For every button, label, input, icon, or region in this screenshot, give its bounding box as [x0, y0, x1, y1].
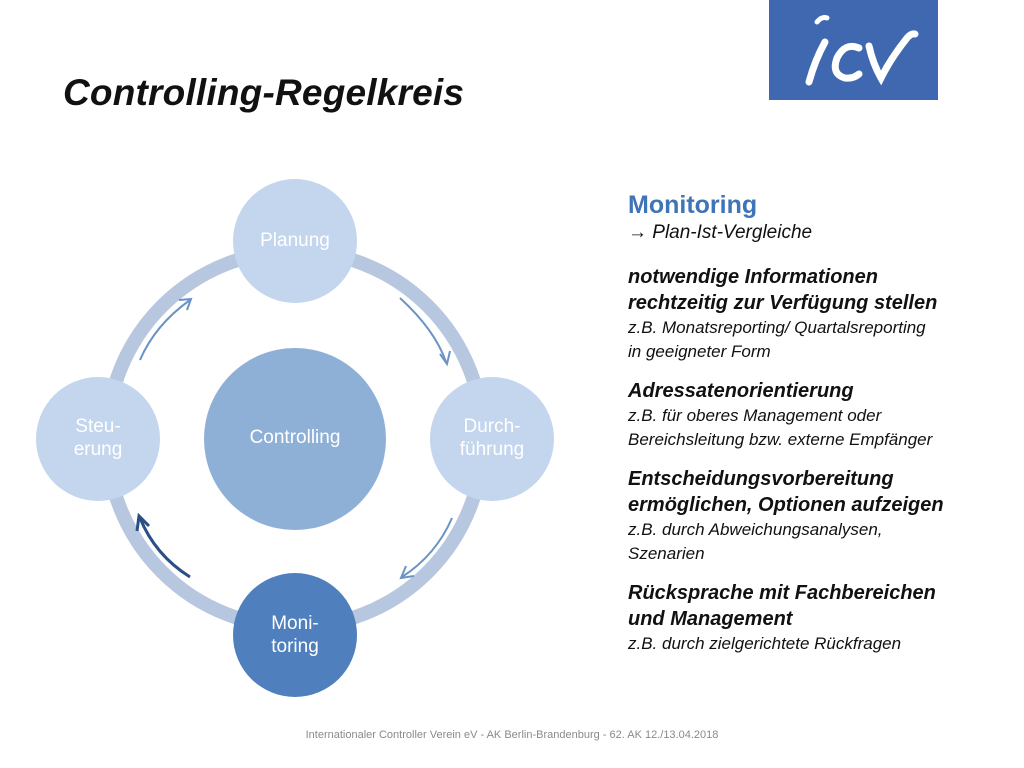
section-heading: Rücksprache mit Fachbereichen	[628, 582, 936, 604]
steuerung-label: Steu- erung	[36, 415, 160, 461]
section-informationen: notwendige Informationen rechtzeitig zur…	[628, 264, 1008, 364]
monitoring-heading: Monitoring	[628, 191, 758, 219]
monitoring-subline: → Plan-Ist-Vergleiche	[628, 222, 813, 243]
arrow-steuerung-to-planung	[139, 297, 193, 361]
monitoring-panel: Monitoring → Plan-Ist-Vergleiche notwend…	[628, 190, 1008, 670]
center-label-box: Controlling	[215, 426, 375, 449]
arrow-monitoring-to-steuerung	[135, 512, 191, 579]
page-title: Controlling-Regelkreis	[63, 72, 465, 113]
durchfuehrung-label-line2: führung	[459, 439, 525, 460]
section-text: z.B. für oberes Management oder	[628, 406, 882, 425]
center-label-wrap: Planung	[215, 229, 375, 252]
center-label: Controlling	[249, 427, 341, 448]
section-heading: rechtzeitig zur Verfügung stellen	[628, 292, 938, 314]
icv-logo	[769, 0, 938, 100]
arrow-planung-to-durchfuehrung	[399, 297, 451, 367]
monitoring-label-line1: Moni-	[271, 613, 319, 634]
steuerung-label-line1: Steu-	[75, 416, 121, 437]
footer-text: Internationaler Controller Verein eV - A…	[305, 729, 719, 741]
section-heading: notwendige Informationen	[628, 266, 878, 288]
controlling-cycle-diagram: Planung Controlling Durch- führung Moni-…	[0, 150, 600, 715]
steuerung-label-line2: erung	[73, 439, 123, 460]
section-text: z.B. durch Abweichungsanalysen,	[628, 520, 883, 539]
durchfuehrung-label: Durch- führung	[430, 415, 554, 461]
section-text: z.B. durch zielgerichtete Rückfragen	[628, 634, 902, 653]
monitoring-label: Moni- toring	[233, 612, 357, 658]
section-text: z.B. Monatsreporting/ Quartalsreporting	[628, 318, 926, 337]
monitoring-label-line2: toring	[271, 636, 319, 657]
section-heading: ermöglichen, Optionen aufzeigen	[628, 494, 944, 516]
section-heading: Entscheidungsvorbereitung	[628, 468, 894, 490]
node-durchfuehrung	[430, 377, 554, 501]
section-text: Bereichsleitung bzw. externe Empfänger	[628, 430, 933, 449]
icv-logo-icon	[805, 15, 919, 86]
durchfuehrung-label-line1: Durch-	[463, 416, 521, 437]
section-text: in geeigneter Form	[628, 342, 771, 361]
center-circle	[204, 348, 386, 530]
section-entscheidung: Entscheidungsvorbereitung ermöglichen, O…	[628, 466, 1008, 566]
arrow-durchfuehrung-to-monitoring	[399, 517, 453, 580]
node-planung	[233, 179, 357, 303]
section-ruecksprache: Rücksprache mit Fachbereichen und Manage…	[628, 580, 1008, 656]
node-monitoring	[233, 573, 357, 697]
section-heading: Adressatenorientierung	[628, 380, 854, 402]
node-steuerung	[36, 377, 160, 501]
section-adressaten: Adressatenorientierung z.B. für oberes M…	[628, 378, 1008, 452]
planung-label: Planung	[260, 230, 330, 251]
section-text: Szenarien	[628, 544, 705, 563]
section-heading: und Management	[628, 608, 793, 630]
